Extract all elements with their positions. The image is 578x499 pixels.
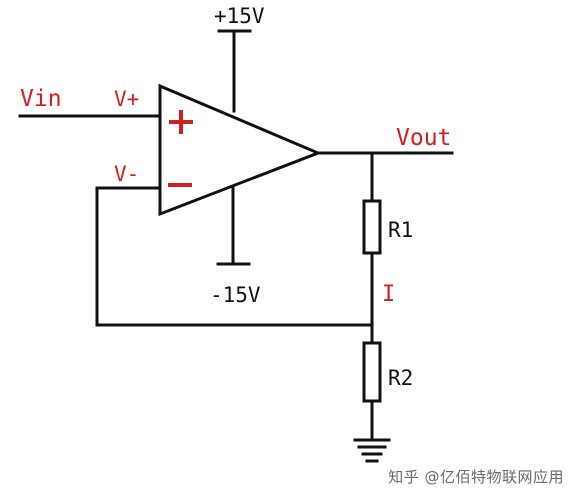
current-label: I bbox=[382, 282, 395, 307]
r1-label: R1 bbox=[388, 218, 413, 242]
supply-pos-label: +15V bbox=[214, 4, 265, 28]
noninverting-label: V+ bbox=[114, 87, 139, 111]
resistor-r1 bbox=[362, 199, 382, 255]
watermark: 知乎 @亿佰特物联网应用 bbox=[388, 468, 564, 486]
plus-sign-icon bbox=[169, 110, 193, 134]
supply-neg-label: -15V bbox=[210, 283, 261, 307]
input-label: Vin bbox=[20, 86, 62, 112]
output-label: Vout bbox=[396, 125, 451, 151]
r2-label: R2 bbox=[388, 366, 413, 390]
inverting-label: V- bbox=[114, 162, 139, 186]
op-amp-triangle bbox=[158, 83, 322, 217]
resistor-r2 bbox=[362, 341, 382, 403]
ground-icon bbox=[353, 438, 391, 463]
